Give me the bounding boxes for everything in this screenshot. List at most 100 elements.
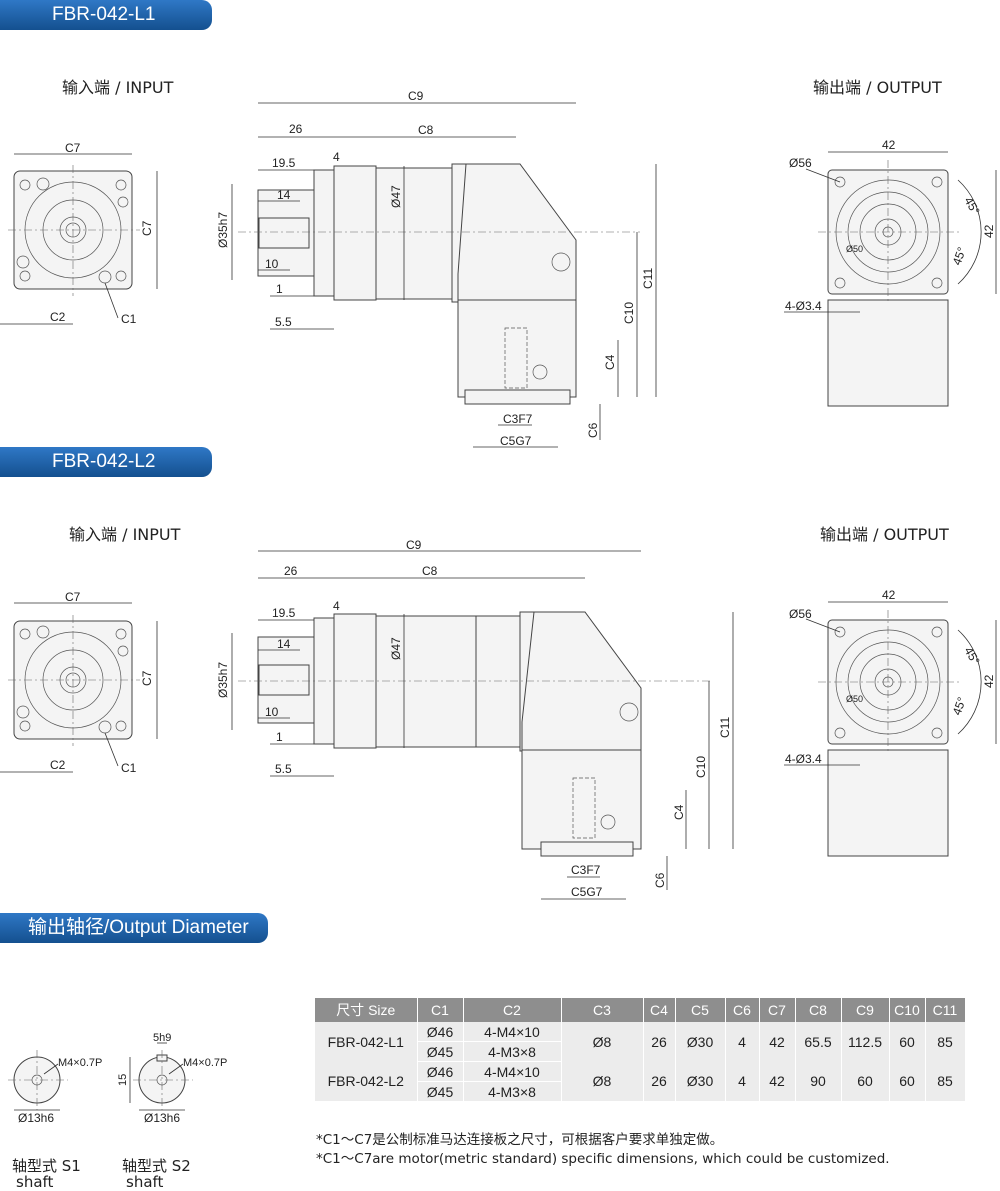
drawing-fbr-042-l2: C7 C7 C2 C1 C9 26 C8 19.5 4 14 10 [0,538,997,900]
th-c2: C2 [463,998,562,1022]
cell-c7: 42 [759,1022,796,1062]
dim-c7-top-l2: C7 [65,590,81,604]
th-c11: C11 [925,998,966,1022]
th-c4: C4 [643,998,676,1022]
dim-42-side-l2: 42 [982,674,996,688]
cell-c2: 4-M3×8 [463,1041,562,1062]
cell-c2: 4-M4×10 [463,1022,562,1042]
dim-c5g7-l2: C5G7 [571,885,603,899]
banner-fbr-042-l1: FBR-042-L1 [0,0,212,30]
th-size: 尺寸 Size [315,998,418,1022]
dim-c7-side-l2: C7 [140,670,154,686]
dim-42-top-l2: 42 [882,588,896,602]
cell-c11: 85 [925,1061,966,1101]
dim-42-side-l1: 42 [982,224,996,238]
shaft-s1-sub: shaft [16,1173,54,1191]
s1-diameter: Ø13h6 [18,1111,54,1125]
s2-height: 15 [117,1074,129,1086]
note-en: *C1～C7are motor(metric standard) specifi… [316,1151,890,1167]
th-c7: C7 [759,998,796,1022]
dim-c6-l1: C6 [586,422,600,438]
cell-size: FBR-042-L1 [315,1022,418,1062]
dim-4-l1: 4 [333,150,340,164]
table-row: FBR-042-L2 Ø46 4-M4×10 Ø8 26 Ø30 4 42 90… [315,1061,966,1101]
dim-4-34-l2: 4-Ø3.4 [785,752,822,766]
output-label-l1: 输出端 / OUTPUT [813,78,942,97]
cell-c3: Ø8 [561,1061,644,1101]
dim-c7-top-l1: C7 [65,141,81,155]
dim-14-l2: 14 [277,637,291,651]
dim-19-5-l1: 19.5 [272,156,296,170]
th-c6: C6 [725,998,760,1022]
dim-c4-l2: C4 [672,804,686,820]
cell-c10: 60 [889,1061,926,1101]
dim-c9-l2: C9 [406,538,422,552]
dim-56-l1: Ø56 [789,156,812,170]
shaft-s1-name: 轴型式 S1 [12,1157,81,1175]
dim-19-5-l2: 19.5 [272,606,296,620]
dim-c11-l2: C11 [718,717,732,738]
dim-45-b-l2: 45° [950,695,969,717]
dim-47-l2: Ø47 [389,637,403,660]
side-view-l2: C9 26 C8 19.5 4 14 10 1 5.5 Ø35h7 Ø47 C1… [216,538,734,900]
dim-45-b-l1: 45° [950,245,969,267]
dim-14-l1: 14 [277,188,291,202]
dim-4-l2: 4 [333,599,340,613]
dim-26-l2: 26 [284,564,298,578]
input-view-l2: C7 C7 C2 C1 [0,590,158,775]
dim-5-5-l1: 5.5 [275,315,292,329]
cell-c10: 60 [889,1022,926,1062]
dim-c3f7-l1: C3F7 [503,412,533,426]
dim-c8-l2: C8 [422,564,438,578]
output-view-l1: 42 42 Ø56 Ø50 45° 45° 4-Ø3.4 [784,138,997,407]
dim-c3f7-l2: C3F7 [571,863,601,877]
s2-key: 5h9 [153,1032,171,1044]
table-row: Ø45 4-M3×8 [315,1041,965,1062]
input-label-l1: 输入端 / INPUT [62,78,174,97]
cell-size: FBR-042-L2 [315,1061,418,1101]
dim-26-l1: 26 [289,122,303,136]
dim-35h7-l2: Ø35h7 [216,662,230,698]
dim-c2-l1: C2 [50,310,66,324]
dim-c2-l2: C2 [50,758,66,772]
table-row: FBR-042-L1 Ø46 4-M4×10 Ø8 26 Ø30 4 42 65… [315,1022,966,1062]
dim-5-5-l2: 5.5 [275,762,292,776]
cell-c6: 4 [725,1022,760,1062]
dim-4-34-l1: 4-Ø3.4 [785,299,822,313]
shaft-drawings: M4×0.7P Ø13h6 5h9 15 M4×0.7P Ø13h6 [8,1032,227,1125]
cell-c7: 42 [759,1061,796,1101]
shaft-s2: 5h9 15 M4×0.7P Ø13h6 [117,1032,227,1125]
shaft-s2-name: 轴型式 S2 [122,1157,191,1175]
cell-c9: 112.5 [841,1022,890,1062]
dim-47-l1: Ø47 [389,185,403,208]
drawing-fbr-042-l1: C7 C7 C2 C1 C9 26 C8 19.5 4 14 10 1 [0,89,997,448]
cell-c5: Ø30 [675,1022,726,1062]
input-view-l1: C7 C7 C2 C1 [0,141,158,326]
cell-c6: 4 [725,1061,760,1101]
banner-fbr-042-l2: FBR-042-L2 [0,447,212,477]
dim-c10-l1: C10 [622,302,636,324]
s2-thread: M4×0.7P [183,1057,227,1069]
output-view-l2: 42 42 Ø56 Ø50 45° 45° 4-Ø3.4 [784,588,997,857]
dim-1-l1: 1 [276,282,283,296]
shaft-s2-sub: shaft [126,1173,164,1191]
dim-50-l1: Ø50 [846,244,863,254]
cell-c1: Ø46 [417,1061,464,1082]
s1-thread: M4×0.7P [58,1057,102,1069]
th-c8: C8 [795,998,842,1022]
dim-10-l2: 10 [265,705,279,719]
th-c5: C5 [675,998,726,1022]
cell-c4: 26 [643,1061,676,1101]
cell-c8: 65.5 [795,1022,842,1062]
dim-c8-l1: C8 [418,123,434,137]
table-header-row: 尺寸 Size C1 C2 C3 C4 C5 C6 C7 C8 C9 C10 C… [315,998,966,1022]
dim-c1-l2: C1 [121,761,137,775]
table-row: Ø45 4-M3×8 [315,1081,965,1101]
cell-c8: 90 [795,1061,842,1101]
dim-c5g7-l1: C5G7 [500,434,532,448]
cell-c9: 60 [841,1061,890,1101]
dim-50-l2: Ø50 [846,694,863,704]
th-c9: C9 [841,998,890,1022]
dim-45-a-l2: 45° [961,645,982,668]
shaft-s1: M4×0.7P Ø13h6 [8,1050,102,1125]
